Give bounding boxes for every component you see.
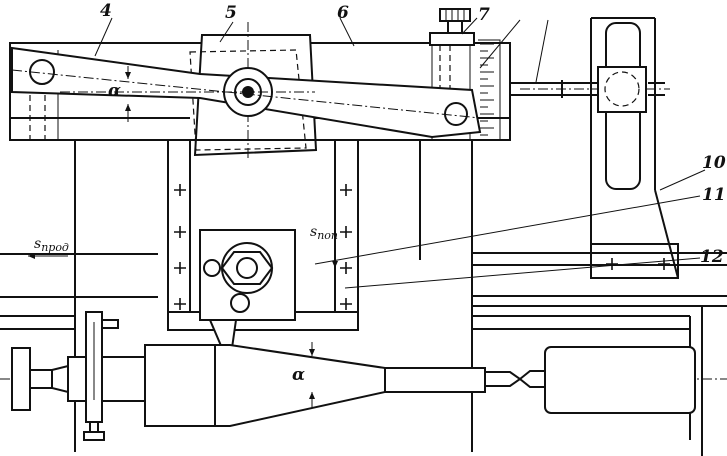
label-6: 6 [337,3,349,23]
label-12: 12 [700,247,724,267]
fastener-mark [174,226,186,238]
label-10: 10 [702,153,726,173]
taper-angle-label: α [292,365,305,385]
fastener-mark [174,298,186,310]
label-7: 7 [478,5,490,25]
tapered-workpiece [144,344,522,427]
fastener-mark [606,258,618,270]
cross-feed-label: sпоп [310,224,338,242]
label-5: 5 [225,3,237,23]
tailstock [518,346,696,414]
label-11: 11 [702,185,726,205]
ruler-angle-label: α [108,81,121,101]
leader-lines [94,17,706,289]
label-4: 4 [100,1,112,21]
fastener-mark [340,262,352,274]
copy-ruler-4 [11,46,482,139]
lathe-bed [0,252,727,456]
longitudinal-feed-label: sпрод [34,236,69,254]
bracket-10 [590,17,679,279]
headstock-chuck [11,311,146,441]
fastener-mark [340,226,352,238]
fastener-mark [340,184,352,196]
fastener-mark [340,298,352,310]
tool-holder [199,229,296,349]
adjusting-screw-7 [429,8,475,46]
fastener-mark [174,262,186,274]
pull-rod [510,80,670,98]
fastener-mark [658,258,670,270]
fastener-mark [174,184,186,196]
angle-scale [478,39,501,141]
